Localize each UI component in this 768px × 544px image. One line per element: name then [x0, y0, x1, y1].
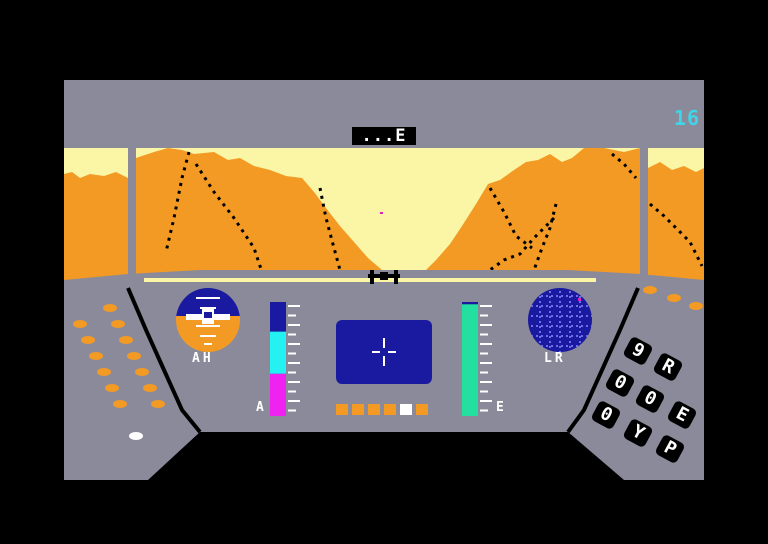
canopy-left-strut — [128, 148, 136, 278]
panel-light — [103, 304, 117, 312]
canopy-right-strut — [640, 148, 648, 278]
panel-light — [113, 400, 127, 408]
artificial-horizon-label: AH — [192, 351, 214, 366]
crosshair-icon — [372, 338, 396, 366]
energy-gauge — [462, 302, 492, 416]
panel-light — [151, 400, 165, 408]
right-panel-edge — [566, 287, 640, 434]
indicator-light — [368, 404, 380, 415]
altitude-ticks — [288, 305, 300, 412]
panel-light — [73, 320, 87, 328]
indicator-light — [352, 404, 364, 415]
canopy-top-frame — [64, 80, 704, 148]
left-mountain — [64, 172, 128, 288]
altitude-magenta-fill — [270, 373, 286, 416]
panel-light — [119, 336, 133, 344]
panel-light — [105, 384, 119, 392]
energy-ticks — [480, 305, 492, 412]
indicator-light — [336, 404, 348, 415]
long-range-label: LR — [544, 351, 566, 366]
target-blip — [380, 212, 383, 214]
landscape-view — [64, 148, 704, 288]
energy-label: E — [496, 400, 507, 415]
scanner-blip — [578, 298, 581, 301]
long-range-scanner — [528, 288, 592, 352]
indicator-light — [416, 404, 428, 415]
panel-light-active — [129, 432, 143, 440]
panel-light — [143, 384, 157, 392]
energy-fill — [462, 304, 478, 416]
panel-light — [135, 368, 149, 376]
altitude-cyan-fill — [270, 331, 286, 374]
game-screen: AH LR A E — [64, 80, 704, 480]
left-panel-edge — [126, 287, 202, 434]
main-right-mountain — [410, 148, 640, 288]
ridge-lines — [164, 151, 704, 273]
altitude-label: A — [256, 400, 267, 415]
panel-light — [643, 286, 657, 294]
cockpit-floor — [148, 432, 624, 480]
right-light-panel — [643, 286, 703, 310]
panel-light — [97, 368, 111, 376]
panel-light — [89, 352, 103, 360]
gunsight-icon — [368, 270, 400, 284]
artificial-horizon-gauge — [176, 288, 240, 352]
panel-light — [127, 352, 141, 360]
indicator-light — [400, 404, 412, 415]
radar-screen — [336, 320, 432, 384]
panel-light — [111, 320, 125, 328]
panel-light — [81, 336, 95, 344]
left-light-panel — [73, 304, 165, 440]
indicator-light — [384, 404, 396, 415]
altitude-gauge — [270, 302, 300, 416]
panel-light — [689, 302, 703, 310]
right-mountain — [648, 162, 704, 288]
panel-light — [667, 294, 681, 302]
